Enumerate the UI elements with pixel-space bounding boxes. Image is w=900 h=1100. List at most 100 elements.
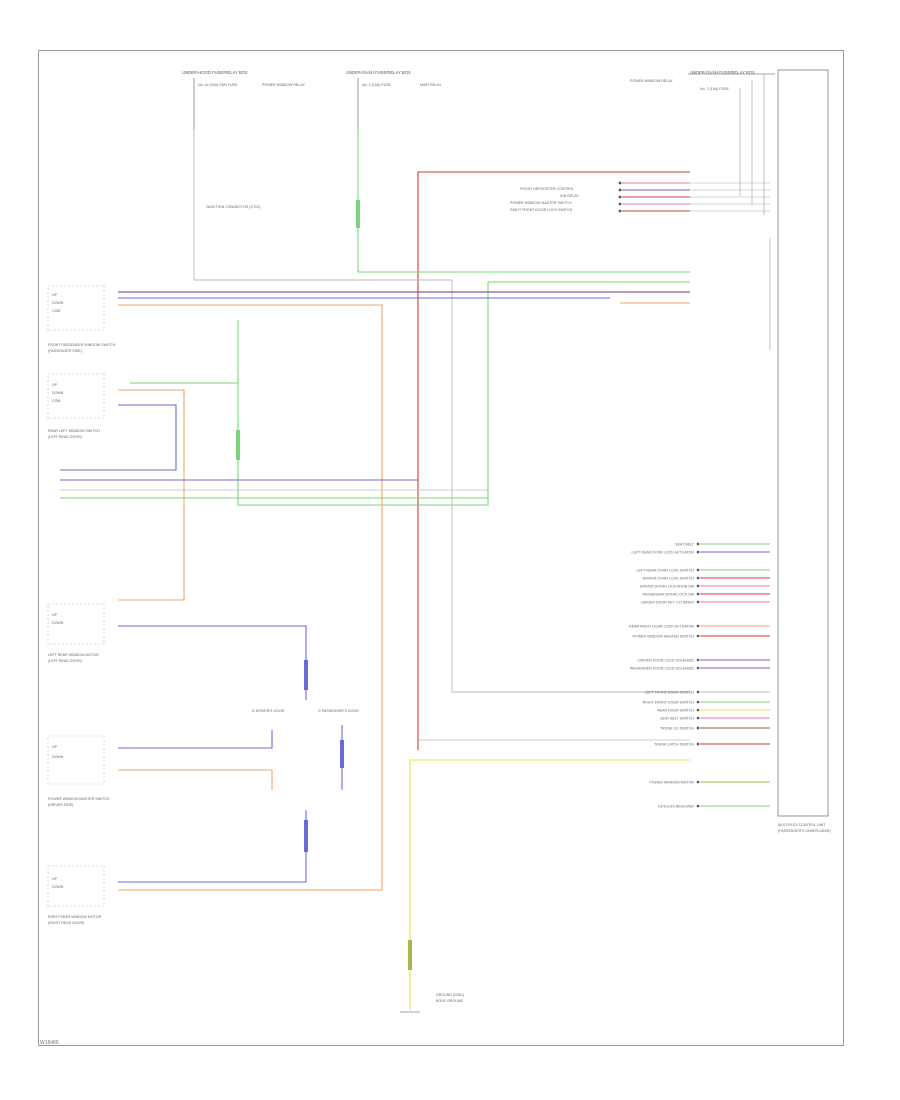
signal-pin: [696, 584, 700, 588]
wire-blue-rear: [60, 404, 177, 471]
wire-red: [417, 171, 690, 750]
wire-green-mid: [237, 281, 690, 506]
fuse-pre-right: POWER WINDOW RELAY: [630, 79, 673, 83]
wire-green-top: [357, 130, 690, 273]
bottom-ground-label: GROUND (G551): [436, 993, 464, 997]
right-signal-block-top: [618, 181, 770, 213]
signal-label: PASSENGER DOOR LOCK SOLENOID: [630, 666, 695, 670]
signal-label: LEFT FRONT DOOR SWITCH: [645, 690, 694, 694]
svg-text:UP: UP: [52, 613, 58, 617]
left-rear-window-motor: UP DOWN LEFT REAR WINDOW MOTOR (LEFT REA…: [47, 603, 105, 663]
fuse-note-middle: No. 2 (15A) FUSE: [362, 83, 392, 87]
svg-text:COM: COM: [52, 399, 60, 403]
splice-blue-2: [340, 740, 344, 768]
diagram-frame: [38, 50, 844, 1046]
svg-text:UP: UP: [52, 877, 58, 881]
signal-pin: [696, 780, 700, 784]
front-passenger-window-switch: UP DOWN COM FRONT PASSENGER WINDOW SWITC…: [47, 285, 116, 353]
green-splice-marks: [236, 200, 360, 460]
signal-label: SEAT BELT SWITCH: [660, 716, 694, 720]
signal-label-1: IGN RELAY: [560, 194, 580, 198]
signal-pin: [696, 576, 700, 580]
signal-pin: [696, 550, 700, 554]
signal-pin: [696, 600, 700, 604]
fuse-box-label-right: UNDER-DASH FUSE/RELAY BOX: [690, 70, 755, 75]
right-signal-block-lower: SEAT BELT LEFT REAR DOOR LOCK ACTUATOR LEF…: [629, 542, 770, 808]
signal-label: KEYLESS RECEIVER: [658, 804, 694, 808]
signal-label: POWER WINDOW MOTOR: [649, 780, 694, 784]
signal-label: REAR DOOR SWITCH: [657, 708, 694, 712]
ground-label-left: G DRIVER'S DOOR: [252, 709, 285, 713]
signal-label: DRIVER DOOR KEY CYLINDER: [641, 600, 694, 604]
wire-yellow: [409, 759, 690, 1010]
signal-label: DRIVER DOOR LOCK SOLENOID: [638, 658, 694, 662]
power-window-master-switch: UP DOWN POWER WINDOW MASTER SWITCH (DRIV…: [47, 735, 110, 807]
splice-blue-3: [304, 820, 308, 852]
svg-text:FRONT PASSENGER WINDOW SWITCH: FRONT PASSENGER WINDOW SWITCH: [48, 343, 116, 347]
signal-pin: [696, 542, 700, 546]
fuse-note-left: No. 44 (30A) SUB FUSE: [198, 83, 238, 87]
wire-orange-rear: [118, 389, 185, 601]
signal-label: LEFT REAR DOOR LOCK SWITCH: [637, 568, 695, 572]
svg-text:UP: UP: [52, 293, 58, 297]
signal-label-0: FRONT DEFROSTER CONTROL: [520, 187, 574, 191]
wire-gray-main: [193, 130, 690, 693]
svg-text:DOWN: DOWN: [52, 301, 64, 305]
wire-blue-rrmotor: [118, 810, 307, 883]
control-unit-label: MULTIPLEX CONTROL UNIT: [778, 823, 826, 827]
fuse-desc-middle: MAIN RELAY: [420, 83, 442, 87]
svg-text:POWER WINDOW MASTER SWITCH: POWER WINDOW MASTER SWITCH: [48, 797, 110, 801]
signal-pin: [696, 742, 700, 746]
page-code: W18486: [40, 1040, 59, 1046]
svg-text:DOWN: DOWN: [52, 755, 64, 759]
signal-pin: [696, 592, 700, 596]
signal-pin: [696, 658, 700, 662]
signal-pin: [696, 634, 700, 638]
signal-pin: [696, 804, 700, 808]
signal-pin: [696, 568, 700, 572]
svg-text:UP: UP: [52, 745, 58, 749]
signal-label: TRUNK LID SWITCH: [660, 726, 695, 730]
signal-pin: [696, 624, 700, 628]
svg-text:(LEFT REAR DOOR): (LEFT REAR DOOR): [48, 435, 82, 439]
ground-label-right: G PASSENGER'S DOOR: [318, 709, 359, 713]
signal-label: PASSENGER DOOR LOCK SW: [643, 592, 695, 596]
wire-blue-lrmotor: [118, 625, 307, 700]
signal-pin: [696, 726, 700, 730]
svg-text:LEFT REAR WINDOW MOTOR: LEFT REAR WINDOW MOTOR: [48, 653, 99, 657]
svg-text:COM: COM: [52, 309, 60, 313]
signal-label: RIGHT FRONT DOOR SWITCH: [643, 700, 695, 704]
fuse-box-label-middle: UNDER-DASH FUSE/RELAY BOX: [346, 70, 411, 75]
fuse-desc-left: POWER WINDOW RELAY: [262, 83, 305, 87]
signal-pin: [696, 716, 700, 720]
fuse-box-label-left: UNDER-HOOD FUSE/RELAY BOX: [182, 70, 248, 75]
svg-text:RIGHT REAR WINDOW MOTOR: RIGHT REAR WINDOW MOTOR: [48, 915, 102, 919]
svg-text:(RIGHT REAR DOOR): (RIGHT REAR DOOR): [48, 921, 84, 925]
rear-left-window-switch: UP DOWN COM REAR LEFT WINDOW SWITCH (LEF…: [47, 373, 105, 439]
signal-label: REAR RIGHT DOOR LOCK ACTUATOR: [629, 624, 694, 628]
wire-orange-master: [118, 769, 273, 790]
signal-pin: [696, 708, 700, 712]
signal-label: DRIVER DOOR LOCK KNOB SW: [640, 584, 695, 588]
svg-text:DOWN: DOWN: [52, 391, 64, 395]
right-rear-window-motor: UP DOWN RIGHT REAR WINDOW MOTOR (RIGHT R…: [47, 865, 105, 925]
signal-label: SEAT BELT: [675, 542, 695, 546]
splice-olive: [408, 940, 412, 970]
right-vertical-wires: [739, 74, 771, 350]
signal-label: LEFT REAR DOOR LOCK ACTUATOR: [631, 550, 694, 554]
svg-text:REAR LEFT WINDOW SWITCH: REAR LEFT WINDOW SWITCH: [48, 429, 100, 433]
svg-text:DOWN: DOWN: [52, 885, 64, 889]
svg-text:(DRIVER SIDE): (DRIVER SIDE): [48, 803, 73, 807]
splice-blue-1: [304, 660, 308, 690]
wire-blue-master: [118, 730, 273, 749]
signal-pin: [696, 666, 700, 670]
svg-text:UP: UP: [52, 383, 58, 387]
fuse-ticks: [193, 73, 775, 130]
signal-label: POWER WINDOW MASTER SWITCH: [633, 634, 695, 638]
svg-text:DOWN: DOWN: [52, 621, 64, 625]
svg-text:(LEFT REAR DOOR): (LEFT REAR DOOR): [48, 659, 82, 663]
fuse-note-right: No. 2 (15A) FUSE: [700, 87, 730, 91]
signal-label-2: POWER WINDOW MASTER SWITCH: [510, 201, 572, 205]
signal-label: DRIVER DOOR LOCK SWITCH: [643, 576, 695, 580]
